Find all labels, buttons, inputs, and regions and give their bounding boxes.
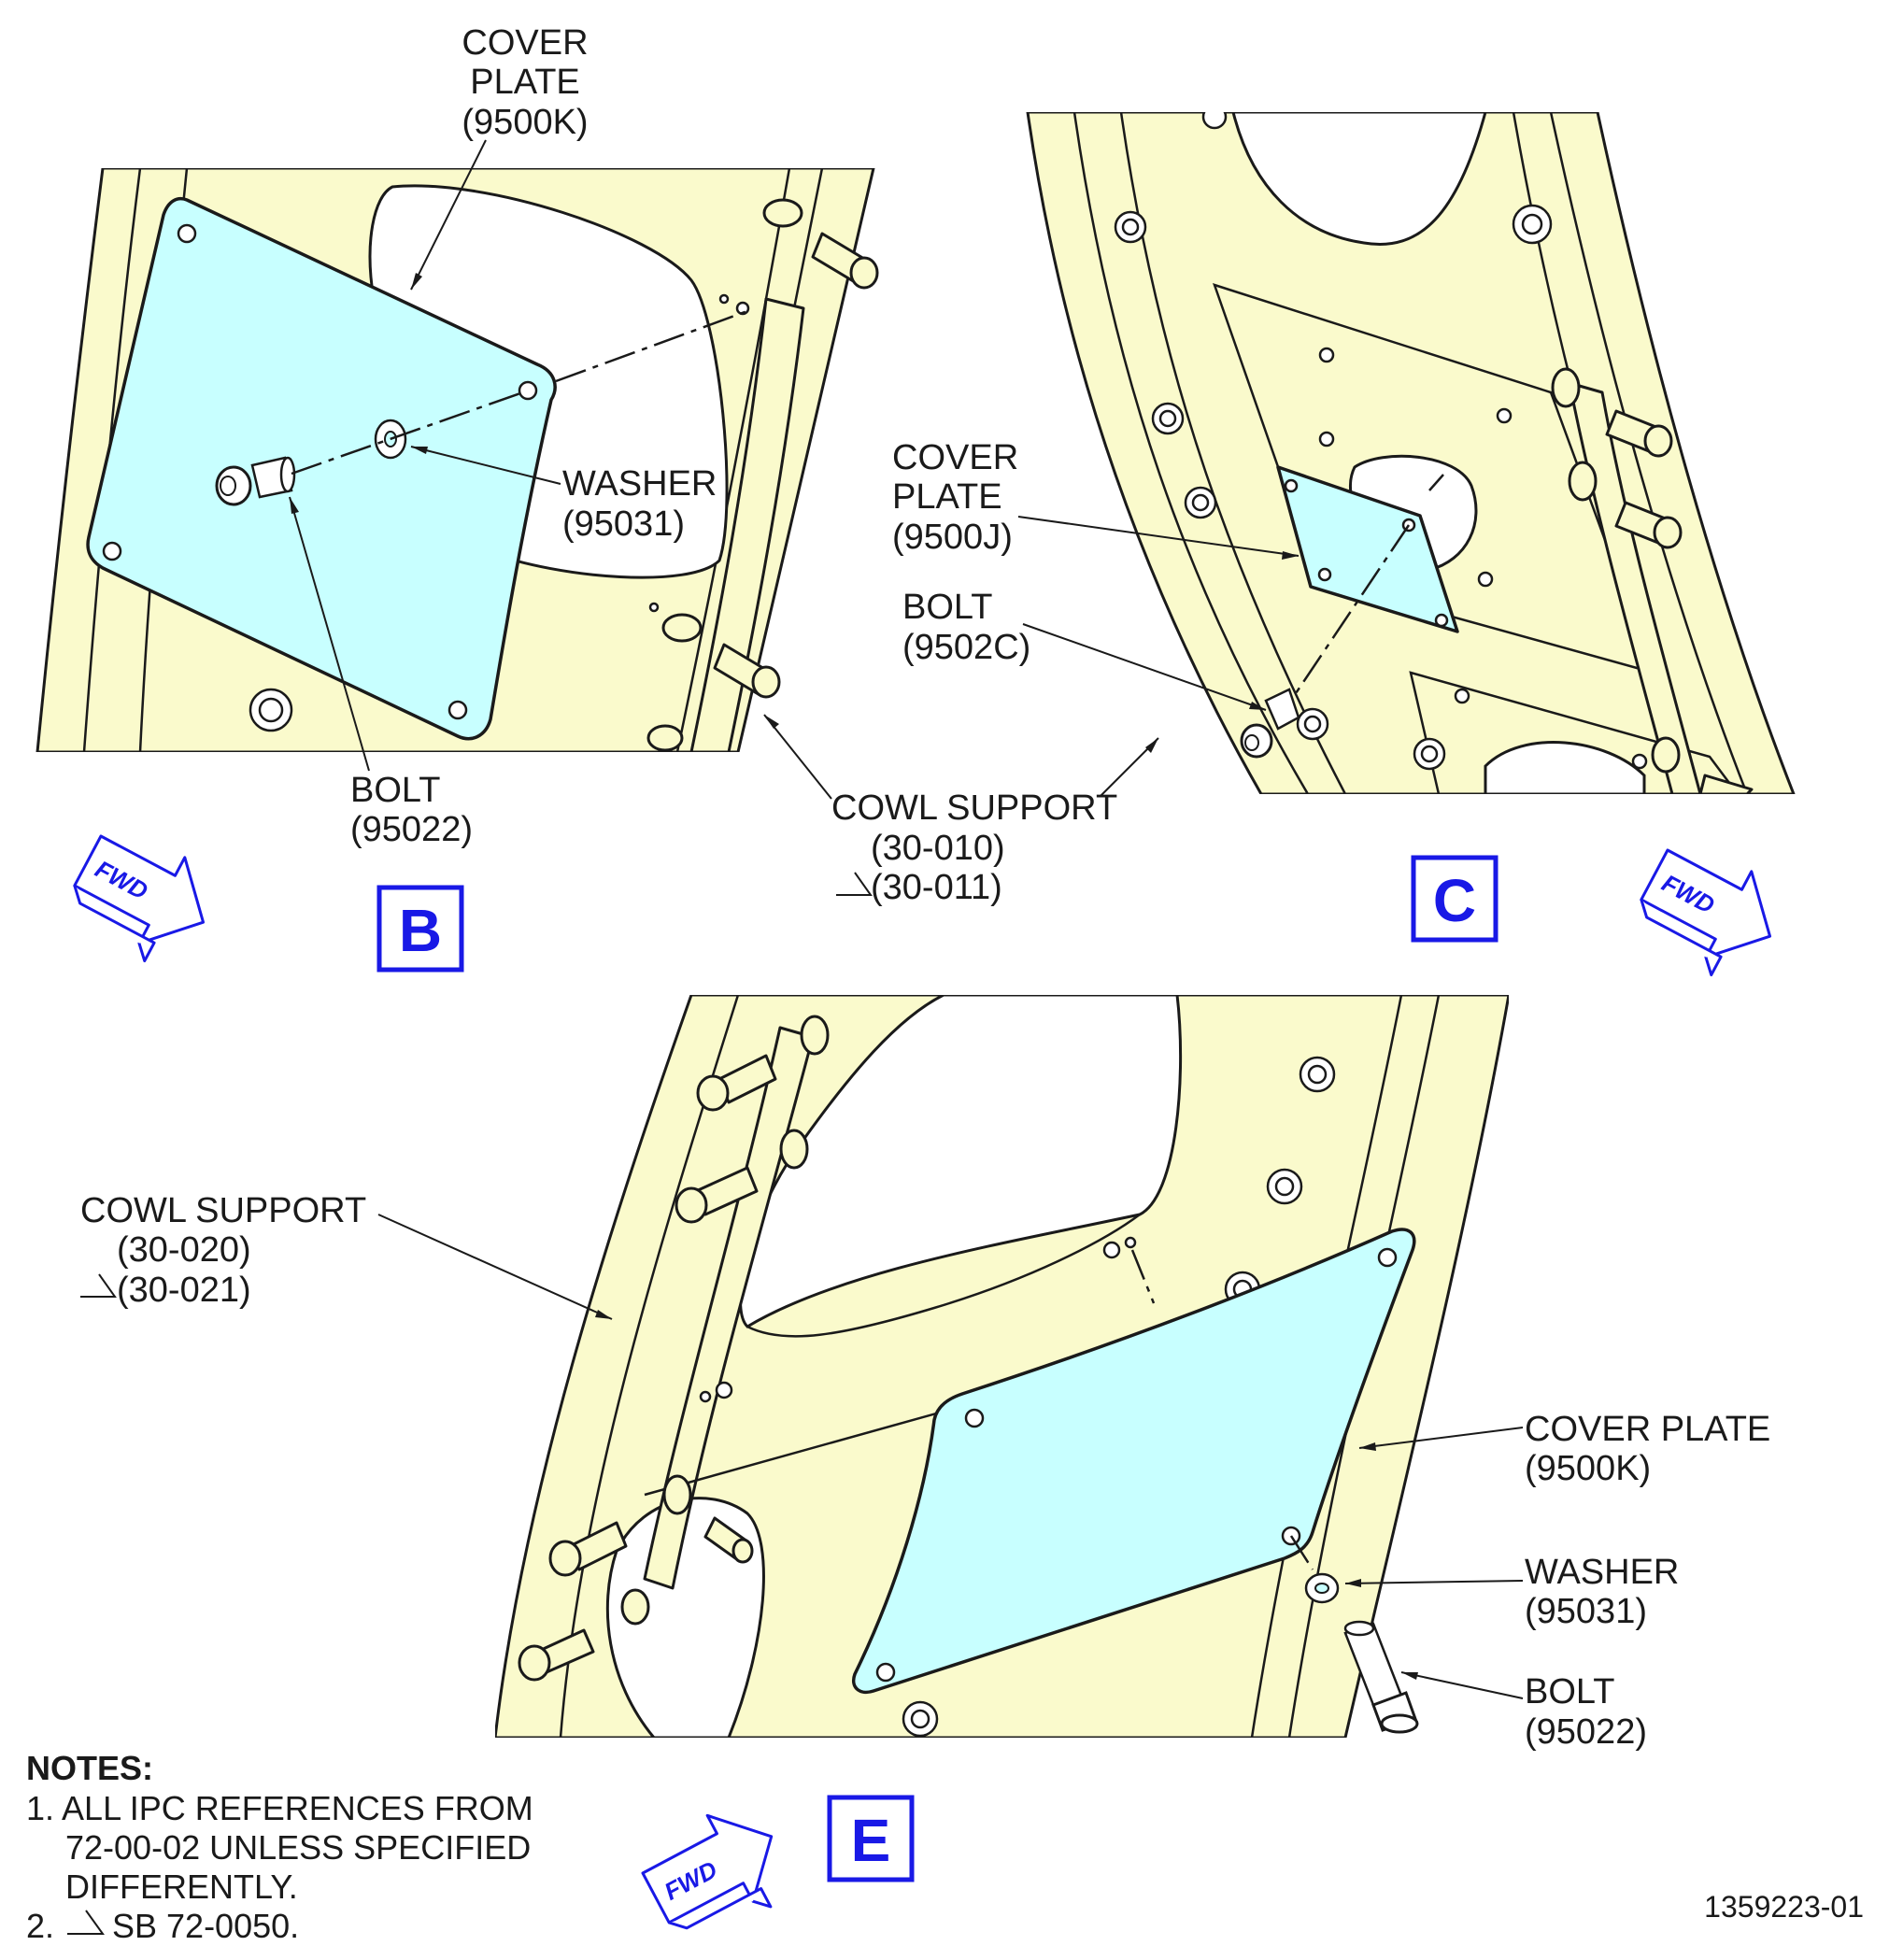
view-b-cover-plate [86,196,557,741]
drawing-number: 1359223-01 [1704,1890,1864,1924]
view-c-letter-box: C [1411,855,1498,943]
view-b-washer-line2: (95031) [562,504,685,544]
view-e-letter-box: E [827,1795,915,1882]
view-c-cover-plate-line1: COVER [892,438,1018,477]
cowl-support-upper-label: COWL SUPPORT (30-010) (30-011) [831,788,1117,907]
view-c-fwd-arrow: FWD [1640,848,1772,977]
view-e-cover-plate-label: COVER PLATE (9500K) [1525,1410,1770,1488]
view-c-drawing [1017,112,1796,797]
cowl-support-lower-line2: (30-020) [117,1230,251,1270]
view-b-bolt [215,456,296,506]
notes-item1-line2: 72-00-02 UNLESS SPECIFIED [65,1828,531,1867]
view-e-cover-plate-line1: COVER PLATE [1525,1410,1770,1449]
view-b-cover-plate-label: COVER PLATE (9500K) [462,23,588,142]
cowl-support-upper-line1: COWL SUPPORT [831,788,1117,828]
notes-item1-line3: DIFFERENTLY. [65,1868,298,1906]
view-b-washer-label: WASHER (95031) [562,464,717,544]
sb-delta-symbol-notes [67,1910,105,1935]
notes-block: NOTES: 1. ALL IPC REFERENCES FROM 72-00-… [26,1749,533,1945]
view-c-cover-plate-label: COVER PLATE (9500J) [892,438,1018,557]
view-e-bolt-line2: (95022) [1525,1712,1647,1752]
cowl-support-lower-line1: COWL SUPPORT [80,1191,366,1230]
view-b-cover-plate-line3: (9500K) [462,103,588,142]
view-e-bolt-label: BOLT (95022) [1525,1672,1647,1752]
view-c-bolt-line2: (9502C) [902,628,1030,667]
view-c-bolt-line1: BOLT [902,588,992,627]
view-e-drawing [377,995,1524,1738]
cowl-support-lower-line3: (30-021) [117,1271,251,1310]
view-e-cover-plate [852,1228,1416,1695]
view-e-cover-plate-line2: (9500K) [1525,1449,1651,1488]
view-c-cover-plate [1276,465,1459,633]
cowl-support-lower-label: COWL SUPPORT (30-020) (30-021) [80,1191,366,1310]
sb-delta-symbol-upper [836,872,873,896]
notes-item1-line1: 1. ALL IPC REFERENCES FROM [26,1789,533,1827]
view-b-drawing [36,139,879,800]
view-b-fwd-arrow: FWD [73,834,206,963]
view-e-letter: E [851,1807,891,1874]
view-b-letter-box: B [376,885,464,973]
notes-item2-text: SB 72-0050. [112,1907,299,1945]
view-c-letter: C [1433,867,1476,934]
view-e-washer-label: WASHER (95031) [1525,1553,1679,1631]
view-b-cover-plate-line2: PLATE [470,63,580,102]
view-e-fwd-arrow: FWD [641,1813,774,1930]
view-b-cover-plate-line1: COVER [462,23,588,63]
view-b-bolt-label: BOLT (95022) [350,771,473,849]
view-b-washer-line1: WASHER [562,464,717,504]
view-c-cover-plate-line2: PLATE [892,477,1002,517]
view-c-bolt [1240,688,1300,759]
view-e-washer-line1: WASHER [1525,1553,1679,1592]
cowl-support-upper-line3: (30-011) [871,868,1002,907]
view-e-bolt [1343,1620,1419,1734]
notes-item2-number: 2. [26,1907,54,1945]
sb-delta-symbol-lower [80,1273,117,1298]
view-c-bolt-label: BOLT (9502C) [902,588,1030,667]
view-e-washer-line2: (95031) [1525,1592,1647,1631]
view-b-letter: B [399,897,442,964]
notes-heading: NOTES: [26,1749,153,1787]
view-e-bolt-line1: BOLT [1525,1672,1614,1711]
view-b-bolt-line1: BOLT [350,771,440,810]
view-c-cover-plate-line3: (9500J) [892,518,1013,557]
view-b-bolt-line2: (95022) [350,810,473,849]
cowl-support-upper-line2: (30-010) [871,829,1005,868]
